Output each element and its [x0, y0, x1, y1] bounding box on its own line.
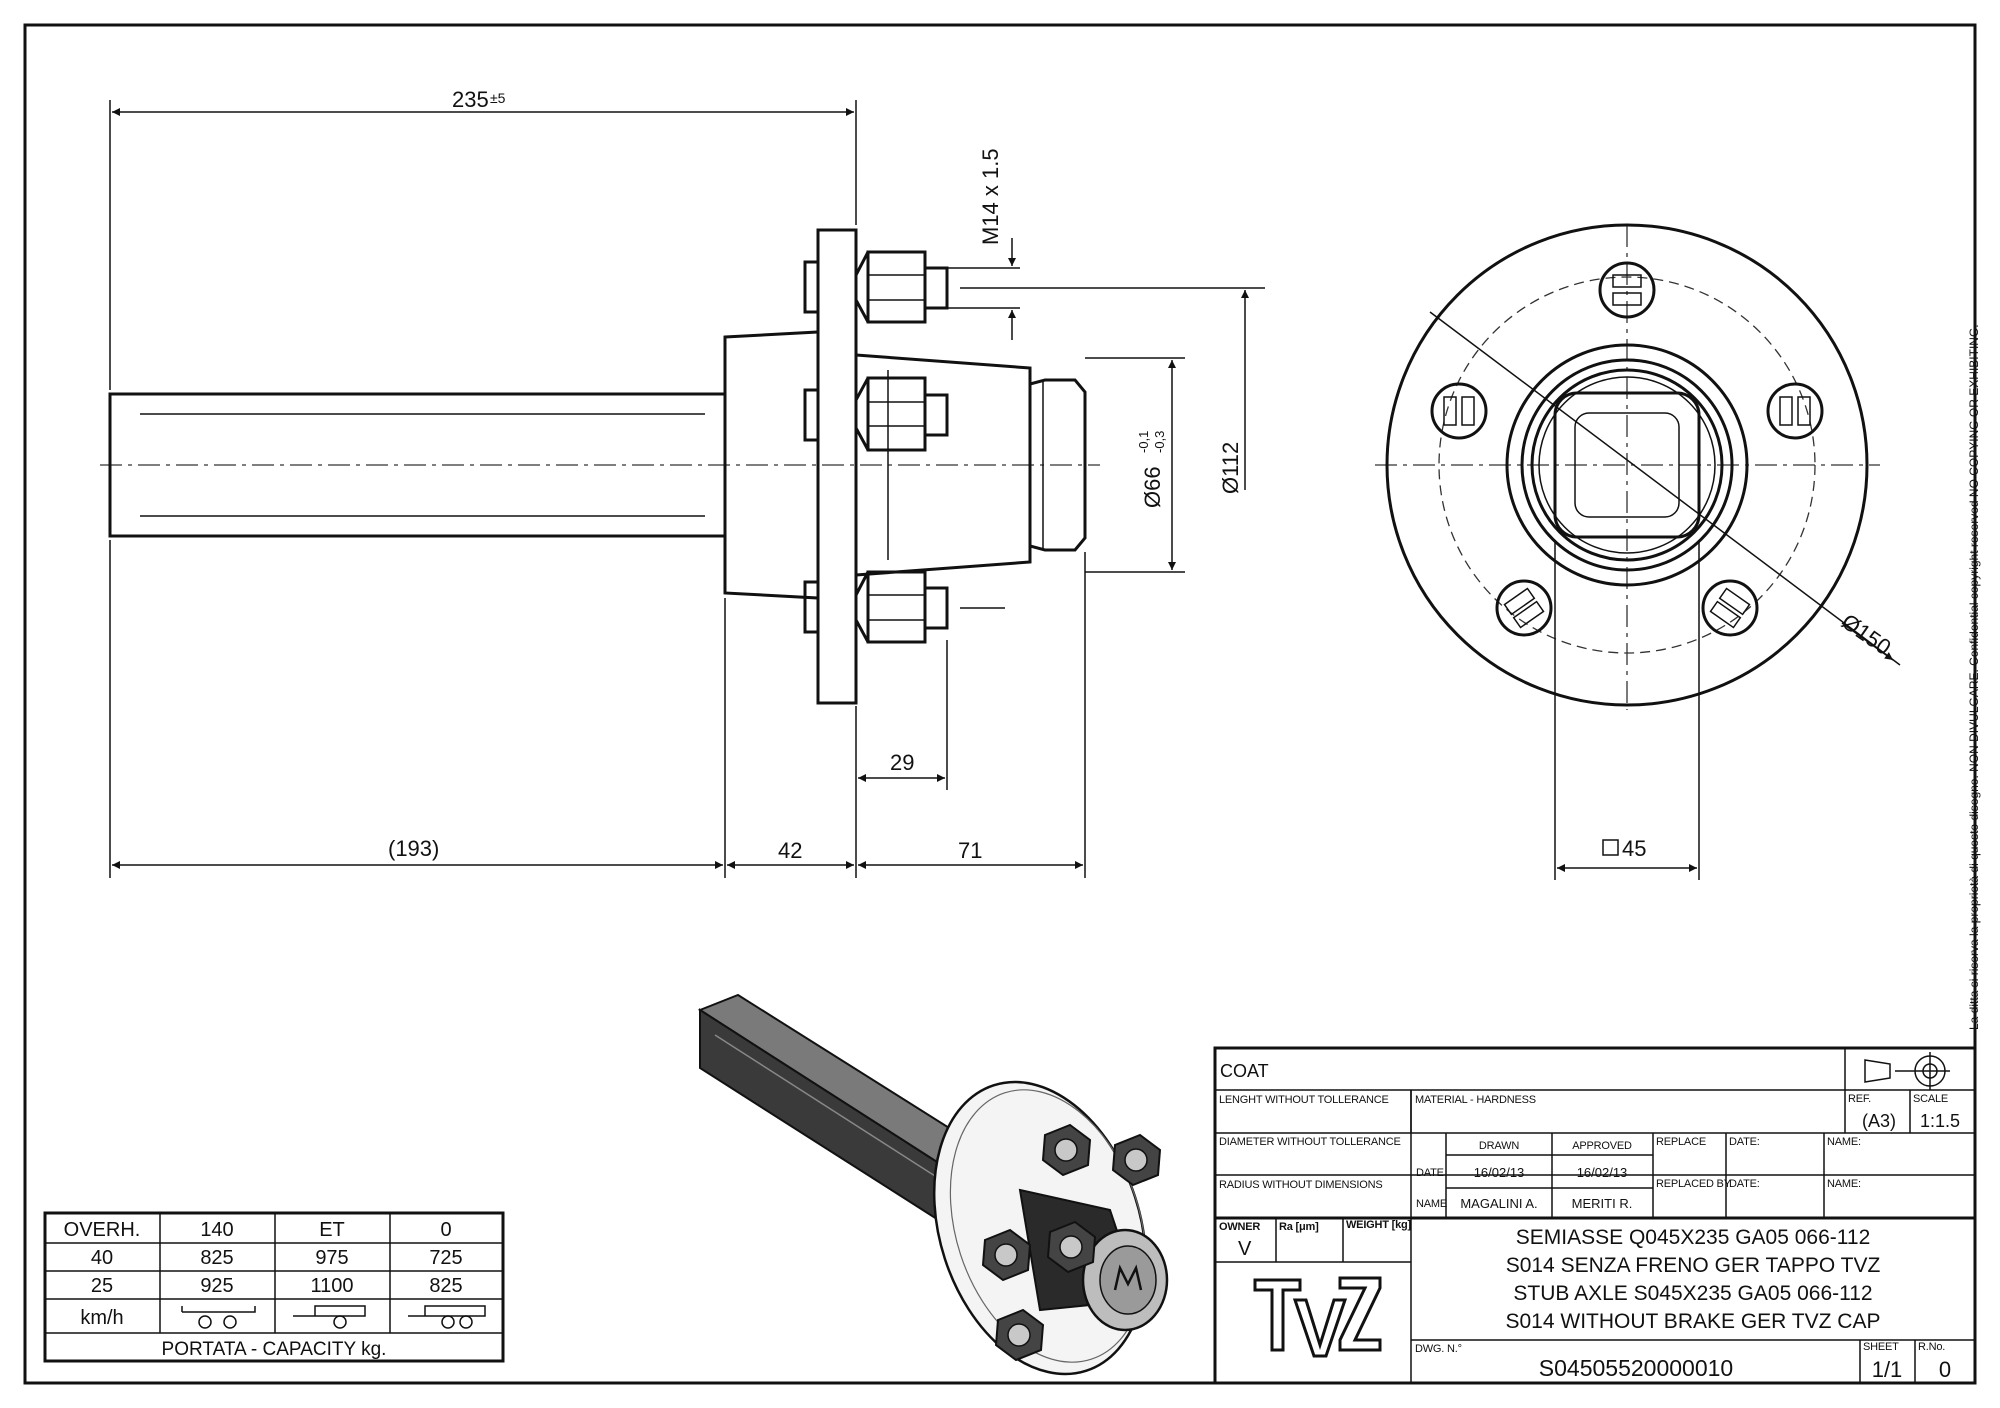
dwg-label: DWG. N.°	[1415, 1343, 1462, 1355]
approved-label: APPROVED	[1572, 1140, 1632, 1152]
weight-label: WEIGHT [kg]	[1346, 1219, 1412, 1231]
cap-r2-c3: 1100	[310, 1275, 353, 1297]
cap-r1-c4: 725	[429, 1247, 462, 1269]
sheet-border	[23, 23, 1977, 1385]
wheel-nut-bottom	[854, 570, 949, 644]
stud-left	[1430, 382, 1488, 440]
cap-r2-c4: 825	[429, 1275, 462, 1297]
approved-name: MERITI R.	[1572, 1196, 1633, 1211]
material-label: MATERIAL - HARDNESS	[1415, 1094, 1536, 1106]
trailer-icon-3	[408, 1305, 486, 1329]
dim-spindle-length: 71	[958, 838, 982, 863]
cap-r2-c2: 925	[200, 1275, 233, 1297]
desc-line-3: STUB AXLE S045X235 GA05 066-112	[1513, 1282, 1872, 1305]
dim-hub-length: 42	[778, 838, 802, 863]
trailer-icon-2	[293, 1305, 366, 1329]
scale-label: SCALE	[1913, 1093, 1948, 1105]
projection-symbol-icon	[1864, 1052, 1950, 1090]
dim-shaft-length: (193)	[388, 836, 439, 861]
cap-header-0: 0	[440, 1219, 451, 1241]
dwg-number: S04505520000010	[1539, 1355, 1733, 1381]
desc-line-2: S014 SENZA FRENO GER TAPPO TVZ	[1506, 1254, 1881, 1277]
date-label: DATE	[1416, 1167, 1444, 1179]
cap-r1-c2: 825	[200, 1247, 233, 1269]
replaced-by-label: REPLACED BY	[1656, 1178, 1732, 1190]
dim-overall-tolerance: ±5	[490, 90, 506, 106]
dim-hub-tol-upper: -0,1	[1136, 431, 1151, 453]
dim-stud-offset: 29	[890, 750, 914, 775]
cap-r1-c3: 975	[315, 1247, 348, 1269]
dim-square-section: 45	[1622, 836, 1646, 861]
length-label: LENGHT WITHOUT TOLLERANCE	[1219, 1094, 1389, 1106]
stud-top	[1598, 261, 1656, 319]
owner-label: OWNER	[1219, 1221, 1260, 1233]
stud-right	[1766, 382, 1824, 440]
replaced-date-label: DATE:	[1729, 1178, 1760, 1190]
scale-value: 1:1.5	[1920, 1111, 1960, 1131]
drawn-name: MAGALINI A.	[1460, 1196, 1537, 1211]
ref-label: REF.	[1848, 1093, 1871, 1105]
dim-hub-diameter: Ø66	[1140, 466, 1165, 508]
replace-date-label: DATE:	[1729, 1136, 1760, 1148]
cap-r2-c1: 25	[91, 1275, 113, 1297]
cap-header-overh: OVERH.	[64, 1219, 141, 1241]
cap-footer: PORTATA - CAPACITY kg.	[162, 1339, 387, 1360]
isometric-view	[697, 993, 1169, 1376]
desc-line-4: S014 WITHOUT BRAKE GER TVZ CAP	[1506, 1310, 1881, 1333]
trailer-icon-1	[181, 1306, 256, 1329]
ra-label: Ra [μm]	[1279, 1221, 1319, 1233]
replace-label: REPLACE	[1656, 1136, 1706, 1148]
radius-label: RADIUS WITHOUT DIMENSIONS	[1219, 1179, 1382, 1191]
title-block: COAT LENGHT WITHOUT TOLLERANCE MATERIAL …	[1213, 1046, 1977, 1385]
copyright-note: La ditta si riserva la proprietà di ques…	[1967, 324, 1981, 1030]
approved-date: 16/02/13	[1577, 1165, 1628, 1180]
side-view: 235 ±5 (193) 42 71 29 M14 x 1.5 Ø66 -0,1…	[100, 87, 1265, 878]
dim-hub-tol-lower: -0,3	[1152, 431, 1167, 453]
stud-bottom-right	[1701, 579, 1759, 637]
stud-bottom-left	[1495, 579, 1553, 637]
dim-overall-length: 235	[452, 87, 489, 112]
sheet-label: SHEET	[1863, 1341, 1899, 1353]
cap-speed-unit: km/h	[80, 1307, 123, 1329]
dim-flange-diameter: Ø150	[1837, 609, 1895, 660]
rev-label: R.No.	[1918, 1341, 1945, 1353]
desc-line-1: SEMIASSE Q045X235 GA05 066-112	[1516, 1226, 1871, 1249]
drawn-date: 16/02/13	[1474, 1165, 1525, 1180]
coat-label: COAT	[1220, 1061, 1269, 1081]
diameter-label: DIAMETER WITHOUT TOLLERANCE	[1219, 1136, 1401, 1148]
wheel-nut-mid	[854, 376, 949, 452]
replace-name-label: NAME:	[1827, 1136, 1861, 1148]
ref-value: (A3)	[1862, 1111, 1896, 1131]
capacity-table: OVERH. 140 ET 0 40 825 975 725 25 925 11…	[43, 1211, 505, 1363]
replaced-name-label: NAME:	[1827, 1178, 1861, 1190]
cap-header-140: 140	[200, 1219, 233, 1241]
wheel-nut-top	[854, 250, 949, 324]
name-label: NAME	[1416, 1198, 1447, 1210]
dim-pcd: Ø112	[1218, 442, 1243, 494]
sheet-value: 1/1	[1872, 1357, 1903, 1382]
tvz-logo	[1253, 1276, 1382, 1358]
front-view: Ø150 45	[1375, 223, 1901, 880]
dim-thread: M14 x 1.5	[978, 148, 1003, 245]
owner-value: V	[1238, 1238, 1252, 1260]
drawn-label: DRAWN	[1479, 1140, 1519, 1152]
cap-header-et: ET	[319, 1219, 345, 1241]
rev-value: 0	[1939, 1357, 1951, 1382]
cap-r1-c1: 40	[91, 1247, 113, 1269]
